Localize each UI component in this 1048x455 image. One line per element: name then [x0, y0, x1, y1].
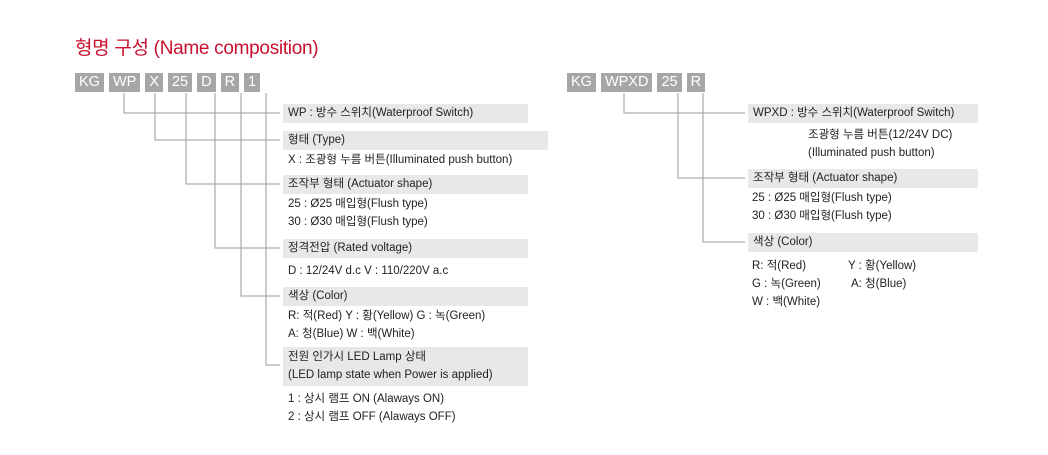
section-header-actuator-right: 조작부 형태 (Actuator shape): [748, 169, 978, 188]
section-header-switch: WP : 방수 스위치(Waterproof Switch): [283, 104, 528, 123]
color-red: R: 적(Red): [752, 260, 807, 272]
section-header-color-right: 색상 (Color): [748, 233, 978, 252]
connector-wp: [123, 93, 280, 114]
connector-r-right: [702, 93, 745, 243]
connector-d: [214, 93, 280, 249]
code-segment-kg: KG: [75, 73, 104, 92]
section-header-led-state: 전원 인가시 LED Lamp 상태 (LED lamp state when …: [283, 347, 528, 386]
led-option-1: 1 : 상시 램프 ON (Alaways ON): [288, 393, 445, 405]
color-options-2: A: 청(Blue) W : 백(White): [288, 328, 415, 340]
connector-r: [240, 93, 280, 297]
led-state-subtitle: (LED lamp state when Power is applied): [288, 369, 493, 381]
led-option-2: 2 : 상시 램프 OFF (Alaways OFF): [288, 411, 456, 423]
code-segment-25: 25: [167, 73, 193, 92]
actuator-option-25-right: 25 : Ø25 매입형(Flush type): [752, 192, 892, 204]
actuator-option-30-right: 30 : Ø30 매입형(Flush type): [752, 210, 892, 222]
color-yellow: Y : 황(Yellow): [848, 260, 917, 272]
code-segment-kg: KG: [567, 73, 596, 92]
color-options-1: R: 적(Red) Y : 황(Yellow) G : 녹(Green): [288, 310, 486, 322]
led-state-title: 전원 인가시 LED Lamp 상태: [288, 351, 426, 363]
connector-25-right: [677, 93, 745, 179]
connector-x: [154, 93, 280, 141]
code-segment-wpxd: WPXD: [600, 73, 653, 92]
connector-1: [265, 93, 280, 366]
voltage-options: D : 12/24V d.c V : 110/220V a.c: [288, 265, 449, 277]
section-header-switch-right: WPXD : 방수 스위치(Waterproof Switch): [748, 104, 978, 123]
actuator-option-25: 25 : Ø25 매입형(Flush type): [288, 198, 428, 210]
left-model-code: KG WP X 25 D R 1: [75, 73, 261, 92]
section-header-type: 형태 (Type): [283, 131, 548, 150]
color-white: W : 백(White): [752, 296, 821, 308]
section-header-color: 색상 (Color): [283, 287, 528, 306]
connector-wpxd: [623, 93, 745, 114]
code-segment-d: D: [197, 73, 216, 92]
section-header-actuator: 조작부 형태 (Actuator shape): [283, 175, 528, 194]
switch-desc-2: (Illuminated push button): [808, 147, 935, 159]
code-segment-wp: WP: [108, 73, 141, 92]
type-option: X : 조광형 누름 버튼(Illuminated push button): [288, 154, 513, 166]
page-title: 형명 구성 (Name composition): [75, 38, 319, 59]
code-segment-25: 25: [657, 73, 682, 92]
actuator-option-30: 30 : Ø30 매입형(Flush type): [288, 216, 428, 228]
right-model-code: KG WPXD 25 R: [567, 73, 706, 92]
code-segment-r: R: [686, 73, 706, 92]
code-segment-x: X: [145, 73, 163, 92]
color-blue: A: 청(Blue): [851, 278, 907, 290]
section-header-voltage: 정격전압 (Rated voltage): [283, 239, 528, 258]
color-green: G : 녹(Green): [752, 278, 821, 290]
connector-25: [185, 93, 280, 185]
code-segment-1: 1: [244, 73, 261, 92]
switch-desc-1: 조광형 누름 버튼(12/24V DC): [808, 129, 953, 141]
code-segment-r: R: [220, 73, 240, 92]
